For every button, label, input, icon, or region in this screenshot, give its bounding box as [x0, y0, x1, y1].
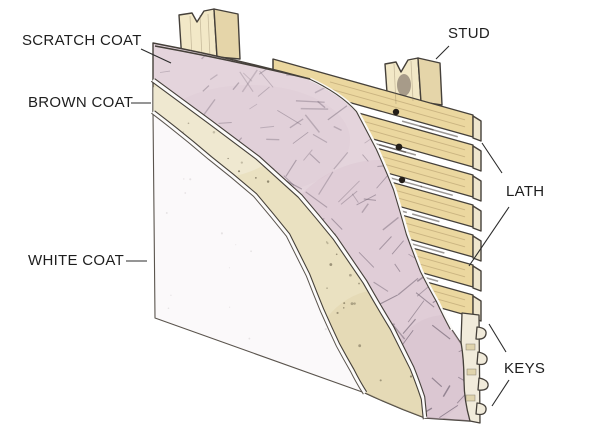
stud-right-side [417, 57, 443, 106]
nail-dot [398, 176, 406, 184]
leader-lath-lower [468, 206, 510, 267]
keys-edge-marks [465, 343, 477, 402]
label-scratch-coat: SCRATCH COAT [22, 32, 142, 49]
leader-scratch-coat [140, 48, 172, 64]
label-keys: KEYS [504, 360, 546, 377]
leader-keys-upper [488, 323, 507, 353]
nail-dot [392, 108, 400, 116]
leader-lines [126, 45, 510, 407]
stud-left [178, 8, 241, 63]
leader-stud [435, 45, 450, 60]
key-bump [477, 377, 489, 391]
label-brown-coat: BROWN COAT [28, 94, 134, 111]
plaster-keys [460, 312, 489, 424]
stud-left-side [213, 8, 241, 60]
label-lath: LATH [506, 183, 545, 200]
lath-end-cap [472, 115, 482, 142]
stud-right-end-grain [397, 74, 411, 96]
nail-dot [395, 143, 403, 151]
keys-edge-band [460, 312, 481, 424]
key-bump [475, 326, 487, 340]
leader-keys-lower [491, 379, 510, 407]
key-bump [476, 351, 488, 366]
wall-top-edge [154, 45, 311, 80]
lath-nails [392, 108, 406, 184]
lath-end-cap [472, 235, 482, 262]
lath-end-cap [472, 265, 482, 292]
lath-end-cap [472, 205, 482, 232]
lath-end-cap [472, 175, 482, 202]
key-bump [475, 402, 487, 416]
label-white-coat: WHITE COAT [28, 252, 125, 269]
label-stud: STUD [448, 25, 491, 42]
lath-end-cap [472, 145, 482, 172]
leader-lath-upper [481, 142, 503, 174]
